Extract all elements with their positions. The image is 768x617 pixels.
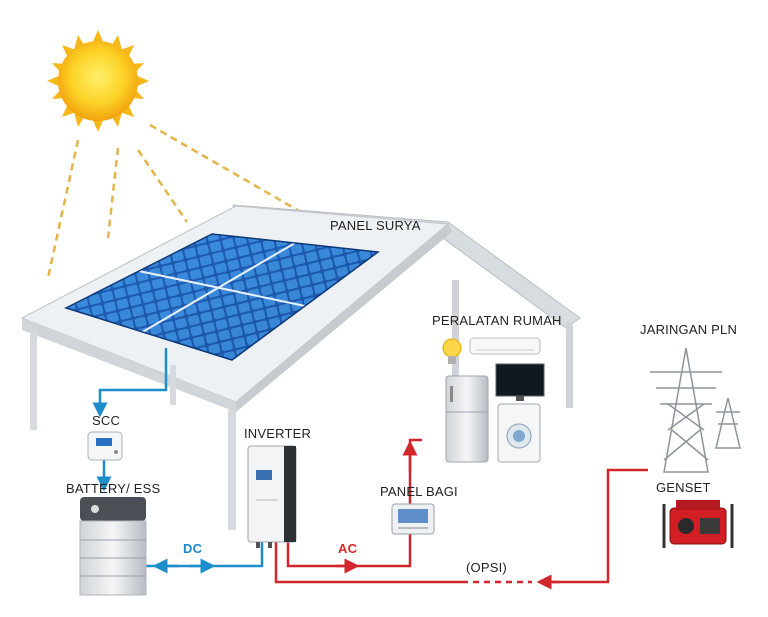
light-bulb-icon: [442, 338, 462, 364]
home-appliances-label: PERALATAN RUMAH: [432, 313, 562, 328]
solar-panel: [64, 233, 380, 361]
distribution-panel-label: PANEL BAGI: [380, 484, 458, 499]
power-tower-icon: [650, 347, 741, 473]
solar-panel-label: PANEL SURYA: [330, 218, 421, 233]
scc-device: [87, 431, 123, 461]
inverter-label: INVERTER: [244, 426, 312, 441]
inverter-device: [247, 445, 297, 548]
scc-label: SCC: [92, 413, 121, 428]
distribution-panel-device: [391, 503, 435, 535]
television-icon: [495, 363, 545, 401]
home-appliances: [442, 337, 545, 463]
refrigerator-icon: [445, 375, 489, 463]
sun-rays: [46, 123, 307, 279]
genset-icon: [662, 500, 734, 548]
genset-label: GENSET: [656, 480, 711, 495]
washing-machine-icon: [497, 403, 541, 463]
optional-label: (OPSI): [466, 560, 507, 575]
dc-wiring: [92, 348, 264, 574]
ac-wiring: [274, 438, 648, 590]
grid-label: JARINGAN PLN: [640, 322, 738, 337]
ac-label: AC: [338, 541, 358, 556]
sun-icon: [47, 30, 149, 132]
battery-label: BATTERY/ ESS: [66, 481, 161, 496]
dc-label: DC: [183, 541, 203, 556]
battery-ess-device: [79, 497, 147, 596]
air-conditioner-icon: [469, 337, 541, 355]
